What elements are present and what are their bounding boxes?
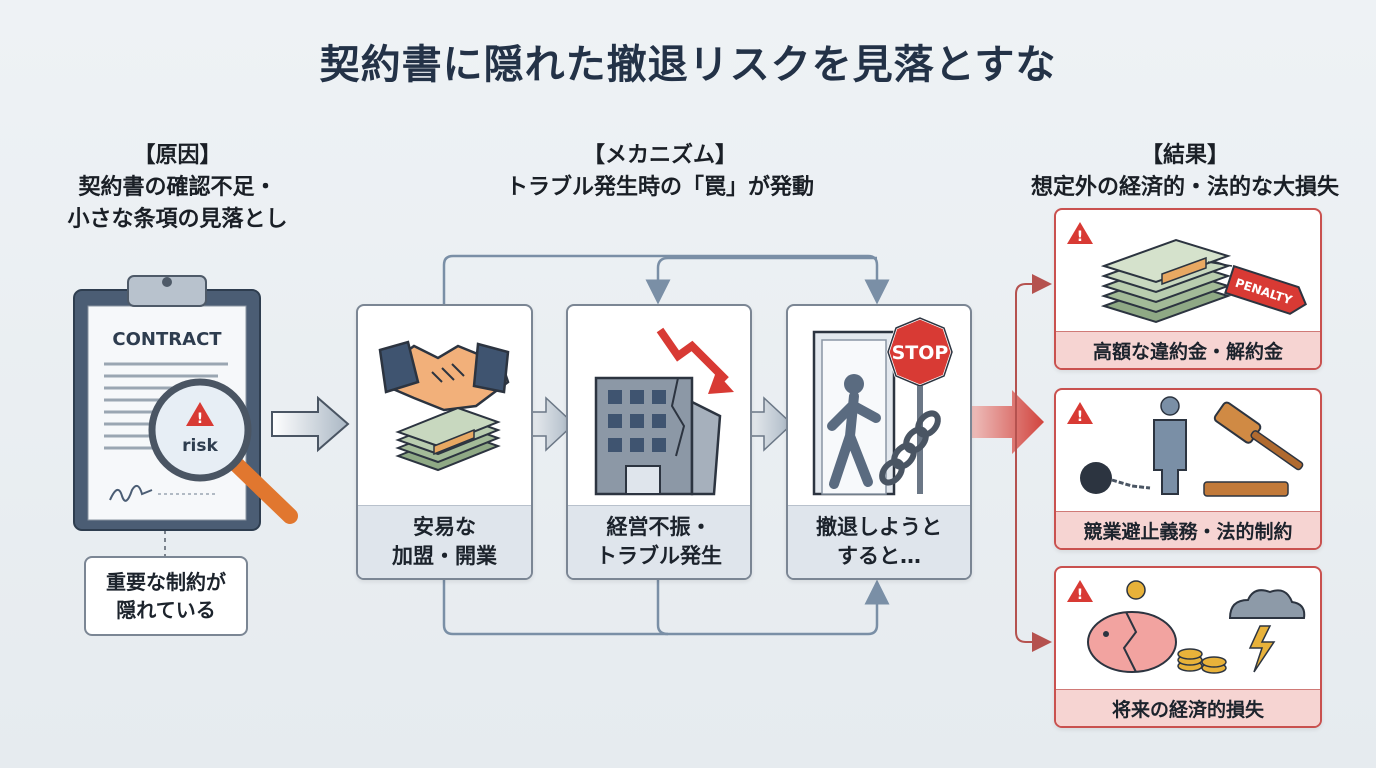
branch-to-result1	[1015, 274, 1052, 422]
bottom-loop-branch	[656, 576, 669, 636]
result-label-future-loss: 将来の経済的損失	[1056, 689, 1320, 726]
callout-line1: 重要な制約が	[106, 570, 226, 594]
warning-icon: !	[1067, 402, 1093, 425]
branch-to-result3	[1015, 422, 1052, 652]
cause-heading: 【原因】	[133, 143, 222, 168]
contract-title: CONTRACT	[112, 329, 222, 350]
arrow-to-results	[960, 390, 1044, 454]
top-loop-line	[442, 254, 890, 305]
svg-text:!: !	[1077, 409, 1083, 425]
cause-heading-block: 【原因】 契約書の確認不足・ 小さな条項の見落とし	[40, 140, 315, 236]
step-label-exit: 撤退しようと すると…	[788, 505, 970, 578]
money-penalty-icon: PENALTY	[1100, 238, 1308, 324]
blocked-exit-icon: STOP	[812, 316, 954, 496]
magnifier-lens	[148, 378, 252, 482]
top-loop-branch	[645, 256, 877, 305]
signature-scribble	[109, 484, 153, 502]
piggybank	[1087, 611, 1177, 673]
result-label-noncompete: 競業避止義務・法的制約	[1056, 511, 1320, 548]
result-heading-block: 【結果】 想定外の経済的・法的な大損失	[1000, 140, 1370, 204]
warning-icon: !	[1067, 580, 1093, 603]
cause-line2: 小さな条項の見落とし	[67, 207, 288, 232]
risk-label: risk	[182, 436, 218, 456]
step-label-trouble: 経営不振・ トラブル発生	[568, 505, 750, 578]
storm-cloud-icon	[1228, 589, 1306, 619]
downtrend-arrow	[656, 327, 729, 383]
cause-line1: 契約書の確認不足・	[78, 175, 277, 200]
result-future-loss: ! 将来の経済的損失	[1054, 566, 1322, 728]
result-noncompete: ! 競業避止義務・法的制約	[1054, 388, 1322, 550]
chain-icon	[879, 410, 941, 486]
callout-line2: 隠れている	[116, 598, 216, 622]
step-label-join: 安易な 加盟・開業	[358, 505, 531, 578]
ball-icon	[1080, 462, 1112, 494]
shackle-gavel-icon	[1080, 396, 1304, 497]
warning-icon: !	[1067, 222, 1093, 245]
contract-illustration: CONTRACT ! risk	[73, 275, 298, 531]
handshake-money-icon	[378, 340, 510, 472]
broken-piggybank-icon	[1087, 580, 1306, 674]
svg-text:!: !	[197, 411, 203, 427]
svg-text:!: !	[1077, 587, 1083, 603]
lightning-icon	[1248, 625, 1276, 673]
mechanism-subheading: トラブル発生時の「罠」が発動	[505, 175, 814, 200]
step-panel-trouble: 経営不振・ トラブル発生	[566, 304, 752, 580]
warning-icon	[186, 402, 214, 426]
collapsing-building-icon	[594, 327, 734, 496]
svg-text:!: !	[1077, 229, 1083, 245]
result-penalty: ! PENALTY 高額な違約金・解約金	[1054, 208, 1322, 370]
arrow-cause-to-step1	[271, 395, 350, 453]
mechanism-heading: 【メカニズム】	[582, 143, 737, 168]
page-title: 契約書に隠れた撤退リスクを見落とすな	[319, 42, 1057, 88]
mechanism-heading-block: 【メカニズム】 トラブル発生時の「罠」が発動	[420, 140, 900, 204]
stop-label: STOP	[892, 342, 949, 364]
result-label-penalty: 高額な違約金・解約金	[1056, 331, 1320, 368]
bottom-loop-line	[442, 576, 890, 636]
hidden-constraint-callout: 重要な制約が 隠れている	[84, 556, 248, 636]
step-panel-exit: STOP 撤退しようと すると…	[786, 304, 972, 580]
magnifier-handle	[228, 456, 298, 524]
clipboard-clip	[127, 275, 207, 307]
coin-icon	[1126, 580, 1146, 600]
step-panel-join: 安易な 加盟・開業	[356, 304, 533, 580]
result-subheading: 想定外の経済的・法的な大損失	[1030, 175, 1339, 200]
gavel-base	[1203, 481, 1289, 497]
result-heading: 【結果】	[1140, 143, 1229, 168]
penalty-tag	[1224, 264, 1308, 315]
